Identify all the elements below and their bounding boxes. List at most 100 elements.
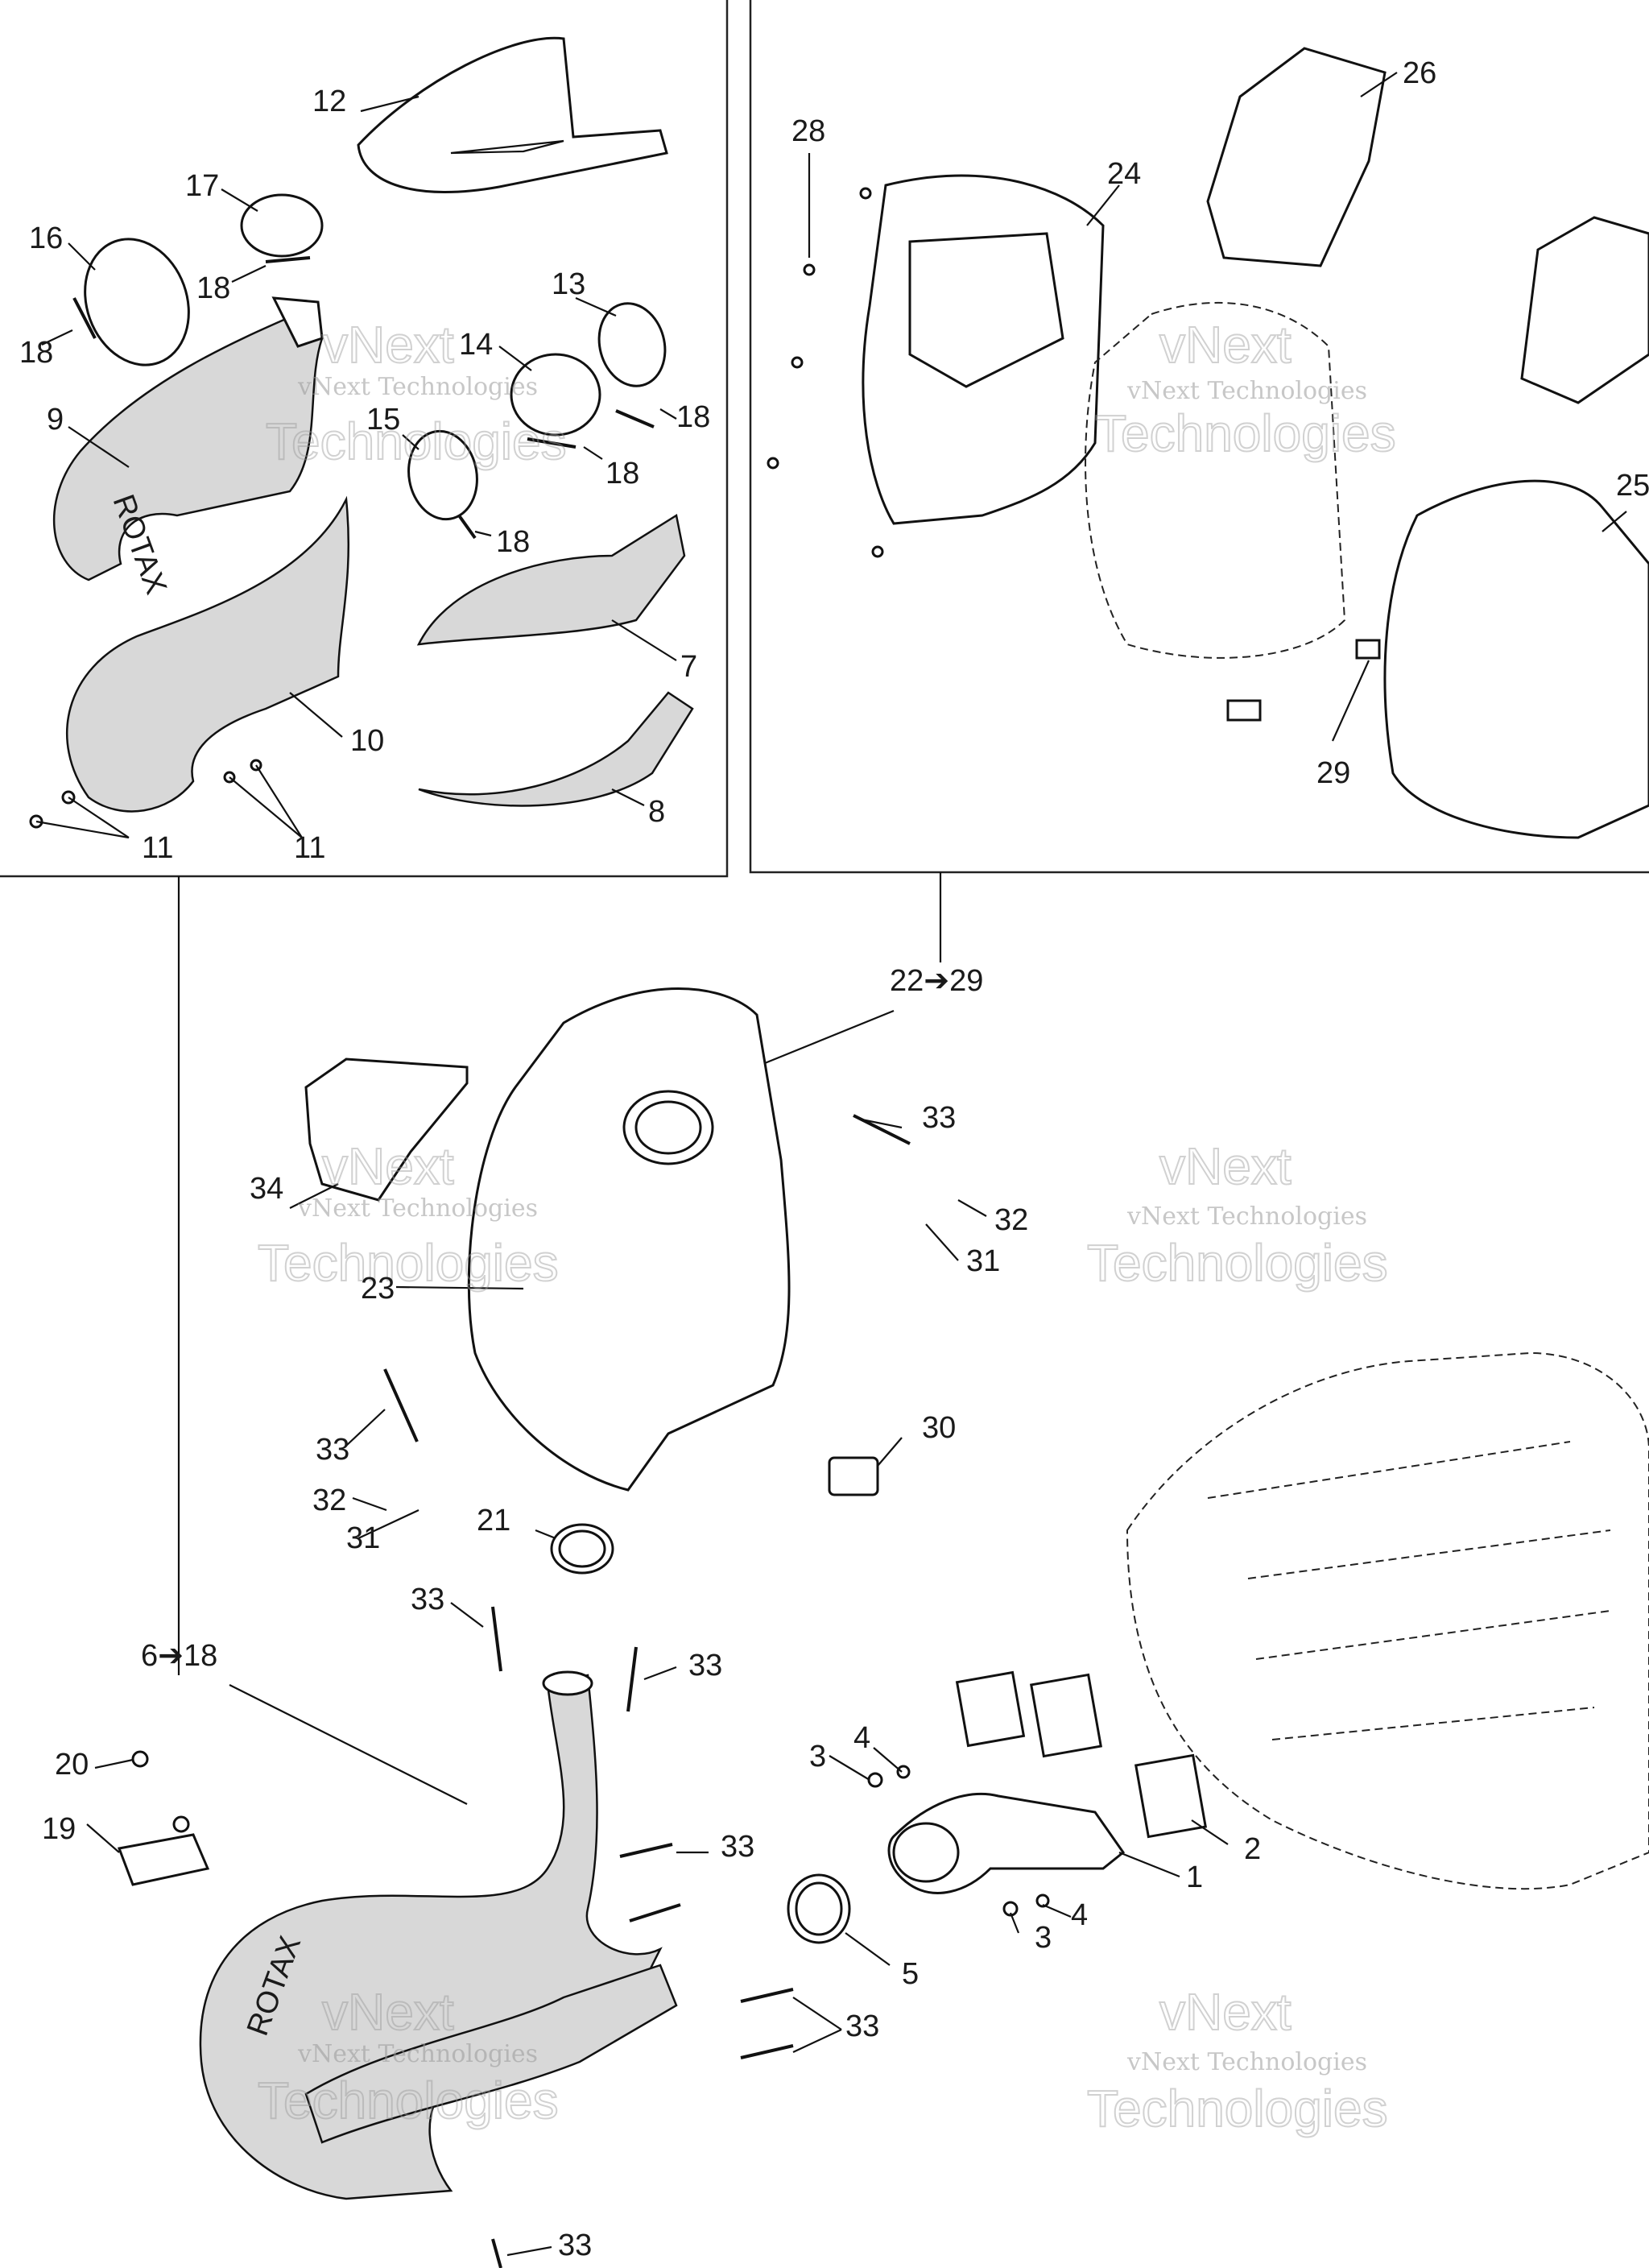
- callout-18: 18: [496, 525, 530, 559]
- callout-19: 19: [42, 1812, 76, 1846]
- svg-text:vNext: vNext: [322, 1983, 454, 2041]
- bolts-3-washers-4: [867, 1765, 1050, 1917]
- muffler-shell-10: [65, 495, 350, 813]
- callout-6-18: 6➔18: [141, 1639, 217, 1673]
- watermark-5: vNext vNext Technologies Technologies: [257, 1982, 560, 2130]
- svg-text:Technologies: Technologies: [258, 2071, 559, 2129]
- svg-text:Technologies: Technologies: [1087, 2080, 1388, 2138]
- callout-33: 33: [922, 1101, 956, 1135]
- callout-24: 24: [1107, 157, 1141, 191]
- svg-text:Technologies: Technologies: [258, 1234, 559, 1292]
- left-inset-frame: [0, 0, 729, 878]
- callout-4: 4: [1071, 1898, 1088, 1932]
- seal-ring-21: [550, 1523, 614, 1575]
- svg-text:vNext: vNext: [1159, 316, 1292, 374]
- svg-text:vNext Technologies: vNext Technologies: [297, 373, 538, 401]
- clamp-ring-14: [510, 353, 601, 437]
- clamp-ring-15: [407, 429, 478, 521]
- svg-text:vNext Technologies: vNext Technologies: [1126, 2048, 1367, 2076]
- callout-11: 11: [142, 831, 173, 865]
- callout-5: 5: [902, 1957, 919, 1991]
- heat-shield-8: [418, 691, 694, 807]
- exhaust-manifold-1: [887, 1670, 1126, 1894]
- heat-shield-12: [357, 36, 668, 193]
- callout-20: 20: [55, 1748, 89, 1782]
- callout-29: 29: [1316, 756, 1350, 790]
- callout-33: 33: [558, 2229, 592, 2262]
- gasket-right-partial: [1520, 216, 1649, 404]
- exhaust-pipe-6-18: [199, 1670, 663, 2200]
- callout-18: 18: [676, 400, 710, 434]
- callout-8: 8: [648, 795, 665, 829]
- watermark-3: vNext vNext Technologies Technologies: [257, 1136, 560, 1293]
- clamp-ring-16: [84, 238, 190, 366]
- callout-11: 11: [294, 831, 325, 865]
- screws-20: [131, 1750, 190, 1833]
- callout-17: 17: [185, 169, 219, 203]
- callout-33: 33: [721, 1830, 754, 1864]
- callout-labels: 12 17 16 18 18 13 14 9 15 18 18 18 7 10 …: [19, 56, 1649, 2262]
- bumpers-29: [1226, 639, 1381, 722]
- gaskets-2: [1029, 1673, 1208, 1839]
- callout-13: 13: [552, 267, 585, 301]
- clamp-ring-13: [597, 302, 667, 387]
- svg-text:vNext: vNext: [1159, 1137, 1292, 1195]
- callout-12: 12: [312, 85, 346, 118]
- svg-text:vNext: vNext: [322, 316, 454, 374]
- callout-33: 33: [411, 1583, 444, 1616]
- svg-text:vNext Technologies: vNext Technologies: [1126, 1202, 1367, 1231]
- watermark-6: vNext vNext Technologies Technologies: [1086, 1982, 1389, 2138]
- svg-text:vNext Technologies: vNext Technologies: [1126, 377, 1367, 405]
- svg-text:Technologies: Technologies: [1087, 1234, 1388, 1292]
- callout-9: 9: [47, 403, 64, 437]
- watermark-1: vNext vNext Technologies Technologies: [265, 315, 568, 471]
- callout-7: 7: [680, 650, 697, 684]
- svg-text:Technologies: Technologies: [1095, 404, 1396, 462]
- callout-4: 4: [853, 1721, 870, 1755]
- callout-33: 33: [845, 2009, 879, 2043]
- watermark-4: vNext vNext Technologies Technologies: [1086, 1136, 1389, 1293]
- svg-text:vNext: vNext: [322, 1137, 454, 1195]
- callout-1: 1: [1186, 1860, 1203, 1894]
- callout-3: 3: [1035, 1921, 1052, 1955]
- svg-text:vNext: vNext: [1159, 1983, 1292, 2041]
- engine-block-dashed: [1126, 1351, 1649, 1890]
- right-inset-frame: [749, 0, 1649, 874]
- callout-32: 32: [312, 1484, 346, 1517]
- callout-30: 30: [922, 1411, 956, 1445]
- callout-10: 10: [350, 724, 384, 758]
- springs-18: [72, 256, 655, 540]
- svg-text:vNext Technologies: vNext Technologies: [297, 2040, 538, 2068]
- callout-25: 25: [1616, 469, 1649, 503]
- callout-15: 15: [366, 403, 400, 437]
- muffler-core-dashed: [1085, 301, 1346, 659]
- watermark-2: vNext vNext Technologies Technologies: [1094, 315, 1397, 463]
- callout-34: 34: [250, 1172, 283, 1206]
- callout-16: 16: [29, 221, 63, 255]
- seal-ring-5: [787, 1873, 851, 1944]
- callout-18: 18: [605, 457, 639, 490]
- sensor-connector-30: [828, 1456, 879, 1496]
- callout-3: 3: [809, 1740, 826, 1773]
- heat-shield-7: [416, 513, 686, 646]
- callout-31: 31: [966, 1244, 1000, 1278]
- callout-32: 32: [994, 1203, 1028, 1237]
- callout-23: 23: [361, 1272, 395, 1306]
- muffler-shell-9: [52, 296, 324, 581]
- clamp-ring-17: [240, 193, 324, 258]
- muffler-half-24: [862, 174, 1105, 525]
- gasket-26: [1206, 47, 1387, 267]
- svg-text:vNext Technologies: vNext Technologies: [297, 1194, 538, 1223]
- callout-18: 18: [196, 271, 230, 305]
- bracket-19: [117, 1833, 210, 1886]
- callout-33: 33: [316, 1433, 349, 1467]
- callout-31: 31: [346, 1521, 380, 1555]
- callout-2: 2: [1244, 1832, 1261, 1866]
- callout-33: 33: [688, 1649, 722, 1682]
- tailpipe-section: [304, 1964, 678, 2144]
- muffler-assembly-22-29: [467, 987, 791, 1492]
- callout-26: 26: [1403, 56, 1436, 90]
- callout-14: 14: [459, 328, 493, 362]
- callout-28: 28: [791, 114, 825, 148]
